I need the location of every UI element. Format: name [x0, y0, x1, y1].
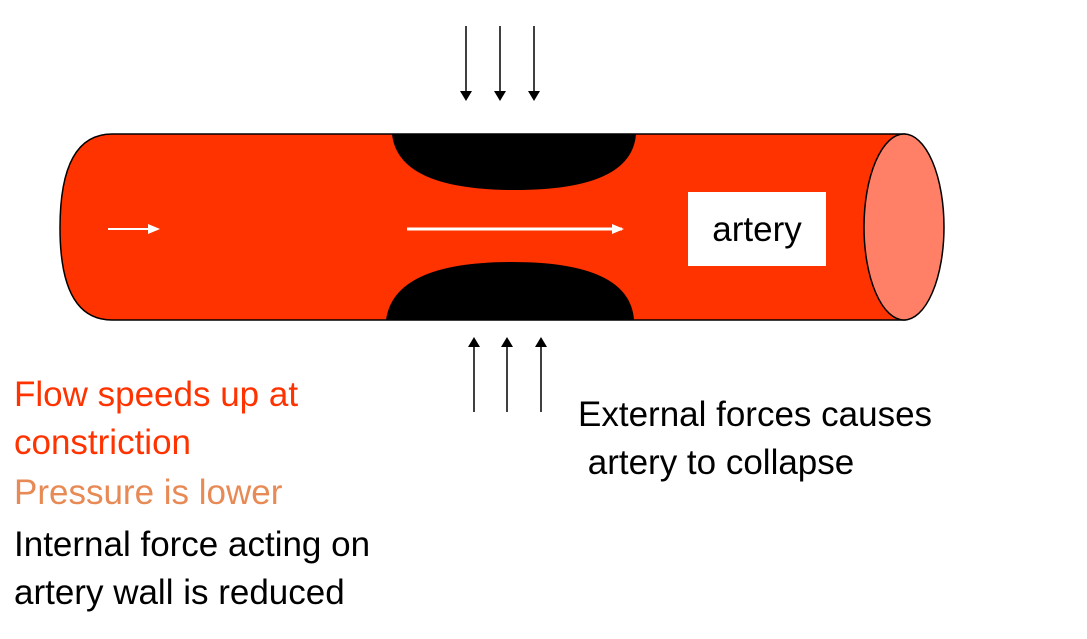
- artery-label: artery: [712, 209, 802, 249]
- artery-body: [59, 133, 906, 321]
- artery-label-box: artery: [688, 192, 826, 266]
- artery-end-cap: [863, 133, 945, 321]
- plaque-bottom: [386, 262, 634, 320]
- flow-note-line-2: constriction: [14, 423, 192, 462]
- pressure-note: Pressure is lower: [14, 473, 283, 512]
- external-force-arrows-bottom: [468, 337, 547, 412]
- internal-force-note-line-2: artery wall is reduced: [14, 573, 345, 612]
- internal-force-note-line-1: Internal force acting on: [14, 525, 371, 564]
- external-force-note-line-2: artery to collapse: [578, 443, 855, 482]
- external-force-arrows-top: [460, 26, 540, 101]
- plaque-top: [392, 134, 636, 190]
- external-force-note-line-1: External forces causes: [578, 395, 933, 434]
- flow-note-line-1: Flow speeds up at: [14, 375, 299, 414]
